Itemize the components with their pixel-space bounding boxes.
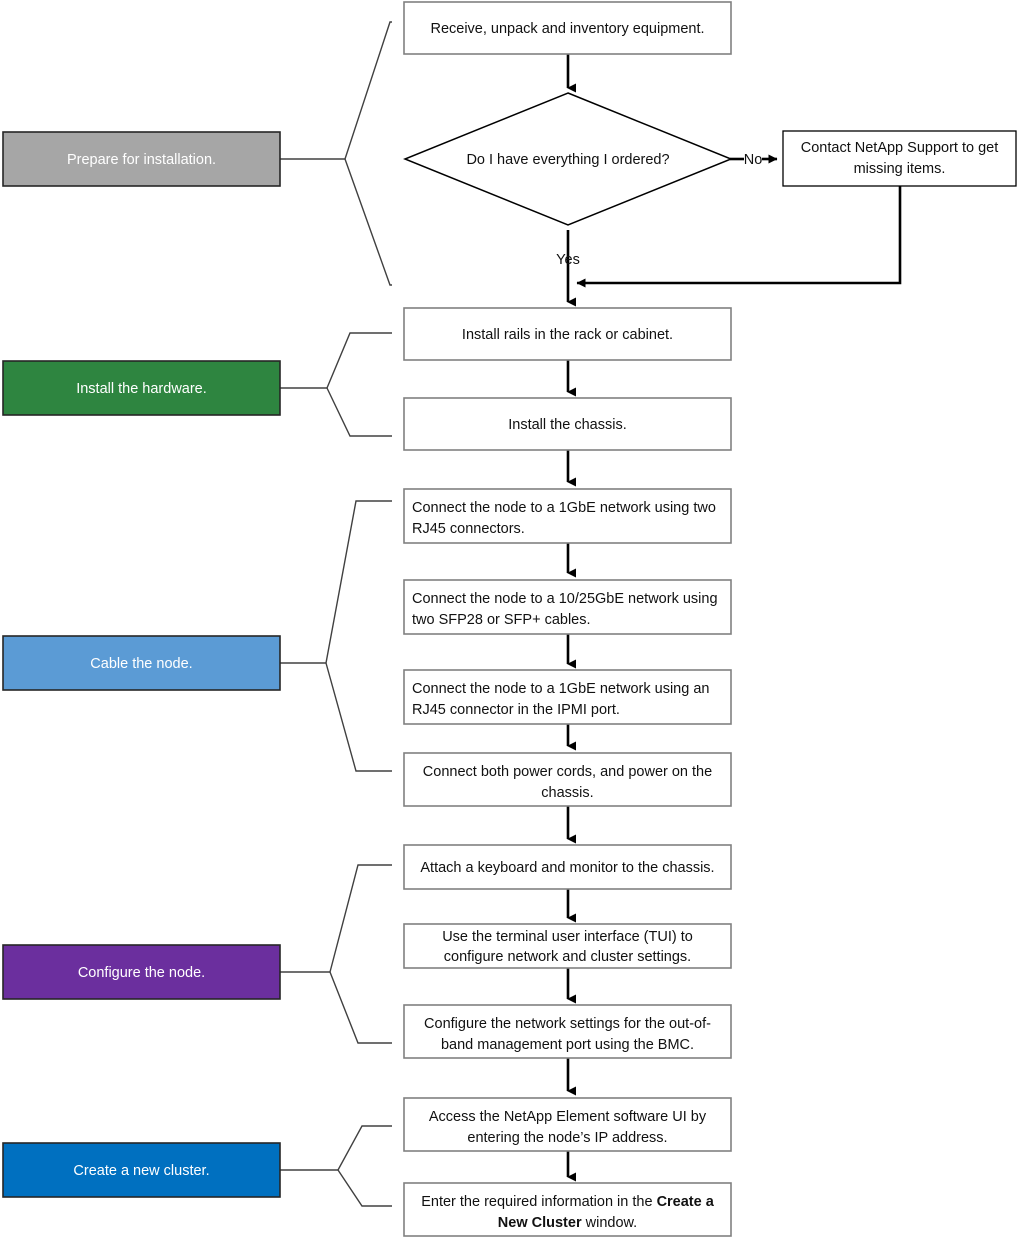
- step-install-rails-line1: Install rails in the rack or cabinet.: [462, 327, 673, 343]
- stage-install-label: Install the hardware.: [76, 381, 207, 397]
- step-contact-support[interactable]: Contact NetApp Support to get missing it…: [782, 130, 1017, 187]
- stage-configure-label: Configure the node.: [78, 965, 205, 981]
- stage-cluster-label: Create a new cluster.: [73, 1163, 209, 1179]
- step-install-chassis-line1: Install the chassis.: [508, 417, 626, 433]
- step-connect-10-25gbe-sfp[interactable]: Connect the node to a 10/25GbE network u…: [403, 579, 732, 635]
- step-install-rails[interactable]: Install rails in the rack or cabinet.: [403, 307, 732, 361]
- step-enter-cluster-info[interactable]: Enter the required information in the Cr…: [403, 1182, 732, 1237]
- enter-cluster-plain-2: window.: [582, 1215, 638, 1231]
- step-connect-power[interactable]: Connect both power cords, and power on t…: [403, 752, 732, 807]
- step-attach-keyboard-line1: Attach a keyboard and monitor to the cha…: [420, 860, 714, 876]
- step-connect-1gbe-rj45-line1: Connect the node to a 1GbE network using…: [412, 500, 716, 516]
- step-connect-ipmi[interactable]: Connect the node to a 1GbE network using…: [403, 669, 732, 725]
- step-access-element-ui-line1: Access the NetApp Element software UI by: [429, 1109, 707, 1125]
- decision-have-everything[interactable]: Do I have everything I ordered?: [403, 92, 733, 226]
- step-connect-ipmi-line2: RJ45 connector in the IPMI port.: [412, 702, 620, 718]
- step-connect-power-line1: Connect both power cords, and power on t…: [423, 764, 712, 780]
- step-connect-power-line2: chassis.: [541, 785, 593, 801]
- bracket-configure: [280, 864, 392, 1044]
- stage-cable-label: Cable the node.: [90, 656, 192, 672]
- bracket-cluster: [280, 1125, 392, 1207]
- step-access-element-ui-line2: entering the node’s IP address.: [467, 1130, 667, 1146]
- step-receive-unpack-line1: Receive, unpack and inventory equipment.: [430, 21, 704, 37]
- step-use-tui-line1: Use the terminal user interface (TUI) to: [442, 929, 693, 945]
- step-access-element-ui[interactable]: Access the NetApp Element software UI by…: [403, 1097, 732, 1152]
- stage-configure[interactable]: Configure the node.: [2, 944, 281, 1000]
- step-use-tui[interactable]: Use the terminal user interface (TUI) to…: [403, 923, 732, 969]
- step-connect-1gbe-rj45-line2: RJ45 connectors.: [412, 521, 525, 537]
- stage-prepare-label: Prepare for installation.: [67, 152, 216, 168]
- step-receive-unpack[interactable]: Receive, unpack and inventory equipment.: [403, 1, 732, 55]
- stage-cluster[interactable]: Create a new cluster.: [2, 1142, 281, 1198]
- step-attach-keyboard[interactable]: Attach a keyboard and monitor to the cha…: [403, 844, 732, 890]
- step-connect-1gbe-rj45[interactable]: Connect the node to a 1GbE network using…: [403, 488, 732, 544]
- stage-cable[interactable]: Cable the node.: [2, 635, 281, 691]
- decision-branch-yes-label: Yes: [556, 252, 580, 268]
- step-use-tui-line2: configure network and cluster settings.: [444, 949, 691, 965]
- bracket-prepare: [280, 21, 392, 286]
- decision-branch-no-label: No: [744, 152, 763, 168]
- step-configure-bmc-line2: band management port using the BMC.: [441, 1037, 694, 1053]
- step-configure-bmc-line1: Configure the network settings for the o…: [424, 1016, 711, 1032]
- step-connect-10-25gbe-sfp-line2: two SFP28 or SFP+ cables.: [412, 612, 591, 628]
- stage-install[interactable]: Install the hardware.: [2, 360, 281, 416]
- step-enter-cluster-info-line2: New Cluster window.: [498, 1215, 637, 1231]
- step-connect-10-25gbe-sfp-line1: Connect the node to a 10/25GbE network u…: [412, 591, 718, 607]
- step-configure-bmc[interactable]: Configure the network settings for the o…: [403, 1004, 732, 1059]
- decision-have-everything-label: Do I have everything I ordered?: [466, 152, 669, 168]
- enter-cluster-plain-1: Enter the required information in the: [421, 1194, 656, 1210]
- step-contact-support-line1: Contact NetApp Support to get: [801, 140, 999, 156]
- step-connect-ipmi-line1: Connect the node to a 1GbE network using…: [412, 681, 709, 697]
- step-enter-cluster-info-line1: Enter the required information in the Cr…: [421, 1194, 715, 1210]
- enter-cluster-bold-1: Create a: [657, 1194, 715, 1210]
- stage-prepare[interactable]: Prepare for installation.: [2, 131, 281, 187]
- bracket-install: [280, 332, 392, 437]
- edge-feedback: [576, 186, 902, 288]
- step-install-chassis[interactable]: Install the chassis.: [403, 397, 732, 451]
- bracket-cable: [280, 500, 392, 772]
- enter-cluster-bold-2: New Cluster: [498, 1215, 582, 1231]
- step-contact-support-line2: missing items.: [854, 161, 946, 177]
